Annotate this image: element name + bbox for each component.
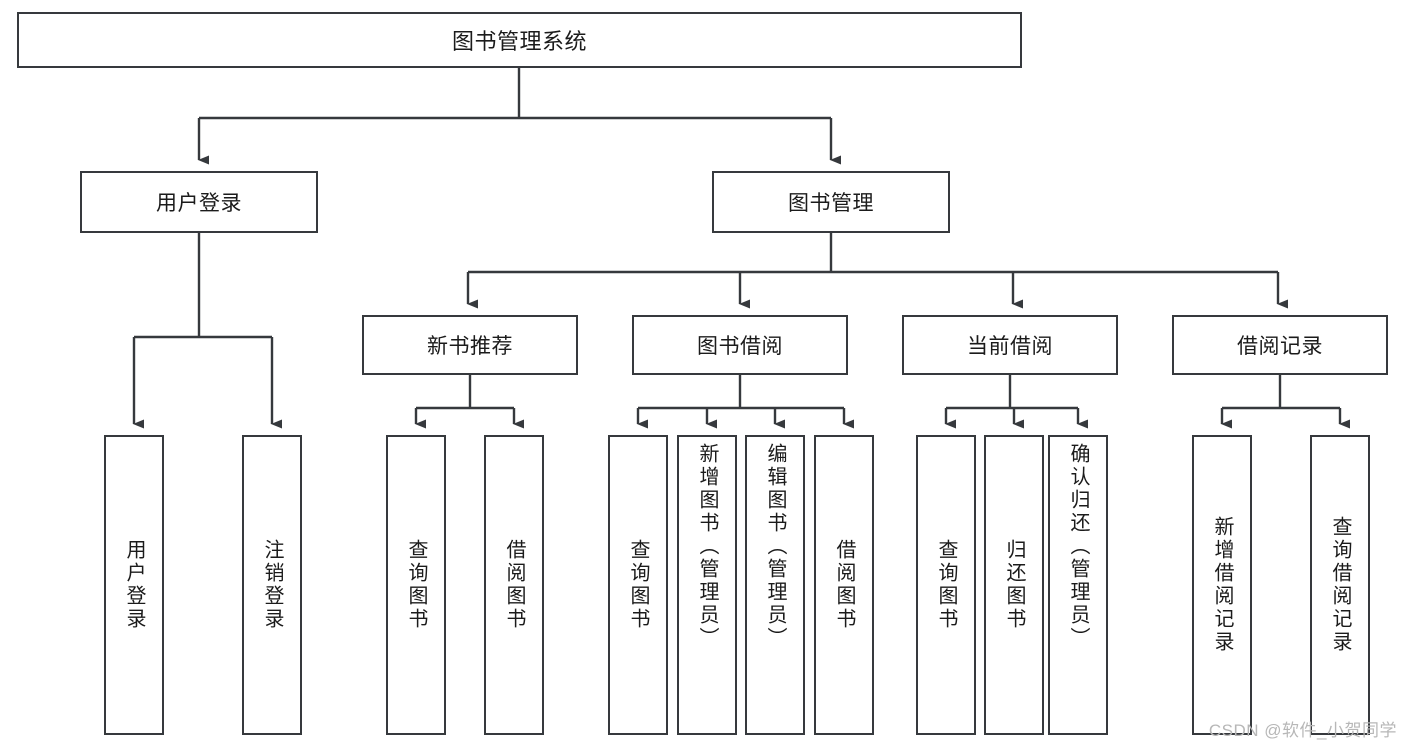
node-current-borrow[interactable]: 当前借阅 — [902, 315, 1118, 375]
node-leaf-borrow-book-label: 借阅图书 — [833, 539, 855, 631]
node-book-management-label: 图书管理 — [788, 192, 874, 215]
node-root-label: 图书管理系统 — [451, 29, 587, 54]
node-leaf-query-book-recommend[interactable]: 查询图书 — [386, 435, 446, 735]
node-leaf-user-login[interactable]: 用户登录 — [104, 435, 164, 735]
node-leaf-borrow-book[interactable]: 借阅图书 — [814, 435, 874, 735]
node-leaf-logout[interactable]: 注销登录 — [242, 435, 302, 735]
node-borrow-record[interactable]: 借阅记录 — [1172, 315, 1388, 375]
edges-recommend-to-leaves — [414, 375, 524, 429]
node-leaf-confirm-return-label: 确认归还（管理员） — [1067, 443, 1089, 650]
node-leaf-query-book-current[interactable]: 查询图书 — [916, 435, 976, 735]
node-leaf-return-book-label: 归还图书 — [1003, 539, 1025, 631]
edges-borrowrecord-to-leaves — [1220, 375, 1350, 429]
node-user-login-label: 用户登录 — [156, 192, 242, 215]
edges-bookmgmt-to-level2 — [466, 233, 1288, 309]
node-leaf-edit-book[interactable]: 编辑图书（管理员） — [745, 435, 805, 735]
node-borrow-record-label: 借阅记录 — [1237, 335, 1323, 358]
node-leaf-edit-book-label: 编辑图书（管理员） — [764, 443, 786, 650]
node-book-management[interactable]: 图书管理 — [712, 171, 950, 233]
node-leaf-query-book-recommend-label: 查询图书 — [405, 539, 427, 631]
node-leaf-query-borrow-record[interactable]: 查询借阅记录 — [1310, 435, 1370, 735]
node-leaf-add-book[interactable]: 新增图书（管理员） — [677, 435, 737, 735]
node-leaf-query-book-borrow-label: 查询图书 — [627, 539, 649, 631]
node-leaf-return-book[interactable]: 归还图书 — [984, 435, 1044, 735]
node-leaf-add-book-label: 新增图书（管理员） — [696, 443, 718, 650]
node-leaf-confirm-return[interactable]: 确认归还（管理员） — [1048, 435, 1108, 735]
node-leaf-add-borrow-record[interactable]: 新增借阅记录 — [1192, 435, 1252, 735]
node-user-login[interactable]: 用户登录 — [80, 171, 318, 233]
node-leaf-query-book-borrow[interactable]: 查询图书 — [608, 435, 668, 735]
node-book-borrow-label: 图书借阅 — [697, 335, 783, 358]
node-leaf-borrow-book-recommend[interactable]: 借阅图书 — [484, 435, 544, 735]
node-new-book-recommend-label: 新书推荐 — [427, 335, 513, 358]
node-leaf-query-borrow-record-label: 查询借阅记录 — [1329, 516, 1351, 654]
node-current-borrow-label: 当前借阅 — [967, 335, 1053, 358]
csdn-watermark: CSDN @软件_小贺同学 — [1208, 721, 1397, 740]
edges-currentborrow-to-leaves — [944, 375, 1088, 429]
edges-root-to-level1 — [197, 68, 841, 165]
node-leaf-add-borrow-record-label: 新增借阅记录 — [1211, 516, 1233, 654]
node-leaf-borrow-book-recommend-label: 借阅图书 — [503, 539, 525, 631]
node-book-borrow[interactable]: 图书借阅 — [632, 315, 848, 375]
node-root[interactable]: 图书管理系统 — [17, 12, 1022, 68]
node-leaf-query-book-current-label: 查询图书 — [935, 539, 957, 631]
node-leaf-logout-label: 注销登录 — [261, 539, 283, 631]
edges-bookborrow-to-leaves — [636, 375, 854, 429]
node-leaf-user-login-label: 用户登录 — [123, 539, 145, 631]
edges-userlogin-to-leaves — [132, 233, 282, 429]
node-new-book-recommend[interactable]: 新书推荐 — [362, 315, 578, 375]
